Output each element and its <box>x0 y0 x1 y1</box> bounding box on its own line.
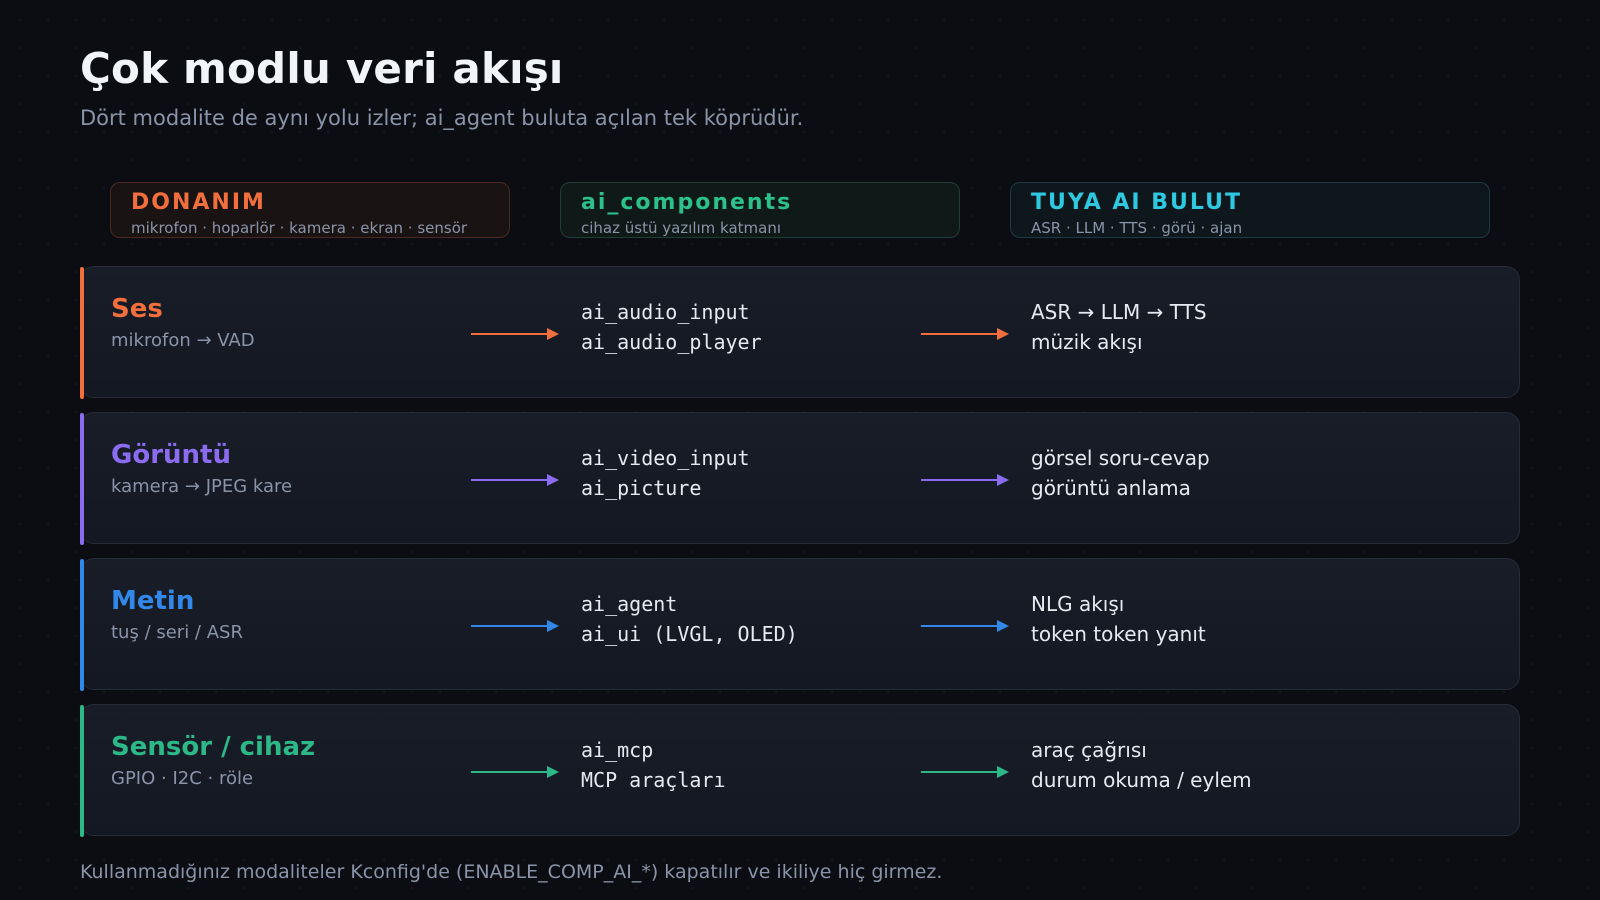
module-name: ai_picture <box>581 476 702 500</box>
page-subtitle: Dört modalite de aynı yolu izler; ai_age… <box>80 106 804 130</box>
module-name: ai_agent <box>581 592 678 616</box>
row-description: tuş / seri / ASR <box>111 622 243 643</box>
cloud-service: görsel soru-cevap <box>1031 446 1210 470</box>
row-accent-bar <box>80 413 84 545</box>
arrow-right-icon <box>471 620 559 632</box>
cloud-service: durum okuma / eylem <box>1031 768 1252 792</box>
flow-row-sensor: Sensör / cihaz GPIO · I2C · röle ai_mcp … <box>80 704 1520 837</box>
cloud-service: müzik akışı <box>1031 330 1143 354</box>
page-title: Çok modlu veri akışı <box>80 44 564 93</box>
row-description: mikrofon → VAD <box>111 330 255 351</box>
row-modules: ai_video_input ai_picture <box>581 443 750 503</box>
arrow-right-icon <box>921 328 1009 340</box>
row-description: GPIO · I2C · röle <box>111 768 254 789</box>
row-cloud-services: görsel soru-cevap görüntü anlama <box>1031 443 1210 503</box>
column-header-cloud: TUYA AI BULUT ASR · LLM · TTS · görü · a… <box>1010 182 1490 238</box>
flow-row-metin: Metin tuş / seri / ASR ai_agent ai_ui (L… <box>80 558 1520 691</box>
arrow-right-icon <box>921 620 1009 632</box>
row-name: Sensör / cihaz <box>111 732 316 762</box>
column-header-hardware: DONANIM mikrofon · hoparlör · kamera · e… <box>110 182 510 238</box>
row-cloud-services: araç çağrısı durum okuma / eylem <box>1031 735 1252 795</box>
row-modules: ai_agent ai_ui (LVGL, OLED) <box>581 589 798 649</box>
row-accent-bar <box>80 267 84 399</box>
arrow-right-icon <box>921 766 1009 778</box>
row-description: kamera → JPEG kare <box>111 476 293 497</box>
cloud-service: araç çağrısı <box>1031 738 1147 762</box>
column-subtitle-components: cihaz üstü yazılım katmanı <box>581 219 782 237</box>
column-title-hardware: DONANIM <box>131 190 266 215</box>
module-name: ai_mcp <box>581 738 654 762</box>
row-cloud-services: NLG akışı token token yanıt <box>1031 589 1206 649</box>
row-name: Görüntü <box>111 440 231 470</box>
arrow-right-icon <box>471 328 559 340</box>
column-subtitle-cloud: ASR · LLM · TTS · görü · ajan <box>1031 219 1243 237</box>
row-modules: ai_audio_input ai_audio_player <box>581 297 762 357</box>
cloud-service: görüntü anlama <box>1031 476 1191 500</box>
column-header-components: ai_components cihaz üstü yazılım katmanı <box>560 182 960 238</box>
arrow-right-icon <box>921 474 1009 486</box>
module-name: ai_audio_input <box>581 300 750 324</box>
arrow-right-icon <box>471 766 559 778</box>
row-name: Metin <box>111 586 195 616</box>
row-modules: ai_mcp MCP araçları <box>581 735 726 795</box>
module-name: ai_audio_player <box>581 330 762 354</box>
row-accent-bar <box>80 559 84 691</box>
module-name: ai_ui (LVGL, OLED) <box>581 622 798 646</box>
footnote: Kullanmadığınız modaliteler Kconfig'de (… <box>80 861 943 883</box>
flow-row-goruntu: Görüntü kamera → JPEG kare ai_video_inpu… <box>80 412 1520 545</box>
module-name: MCP araçları <box>581 768 726 792</box>
arrow-right-icon <box>471 474 559 486</box>
cloud-service: token token yanıt <box>1031 622 1206 646</box>
cloud-service: NLG akışı <box>1031 592 1125 616</box>
column-title-cloud: TUYA AI BULUT <box>1031 190 1242 215</box>
cloud-service: ASR → LLM → TTS <box>1031 300 1207 324</box>
row-accent-bar <box>80 705 84 837</box>
module-name: ai_video_input <box>581 446 750 470</box>
row-name: Ses <box>111 294 163 324</box>
flow-row-ses: Ses mikrofon → VAD ai_audio_input ai_aud… <box>80 266 1520 399</box>
column-subtitle-hardware: mikrofon · hoparlör · kamera · ekran · s… <box>131 219 468 237</box>
row-cloud-services: ASR → LLM → TTS müzik akışı <box>1031 297 1207 357</box>
column-title-components: ai_components <box>581 190 793 215</box>
